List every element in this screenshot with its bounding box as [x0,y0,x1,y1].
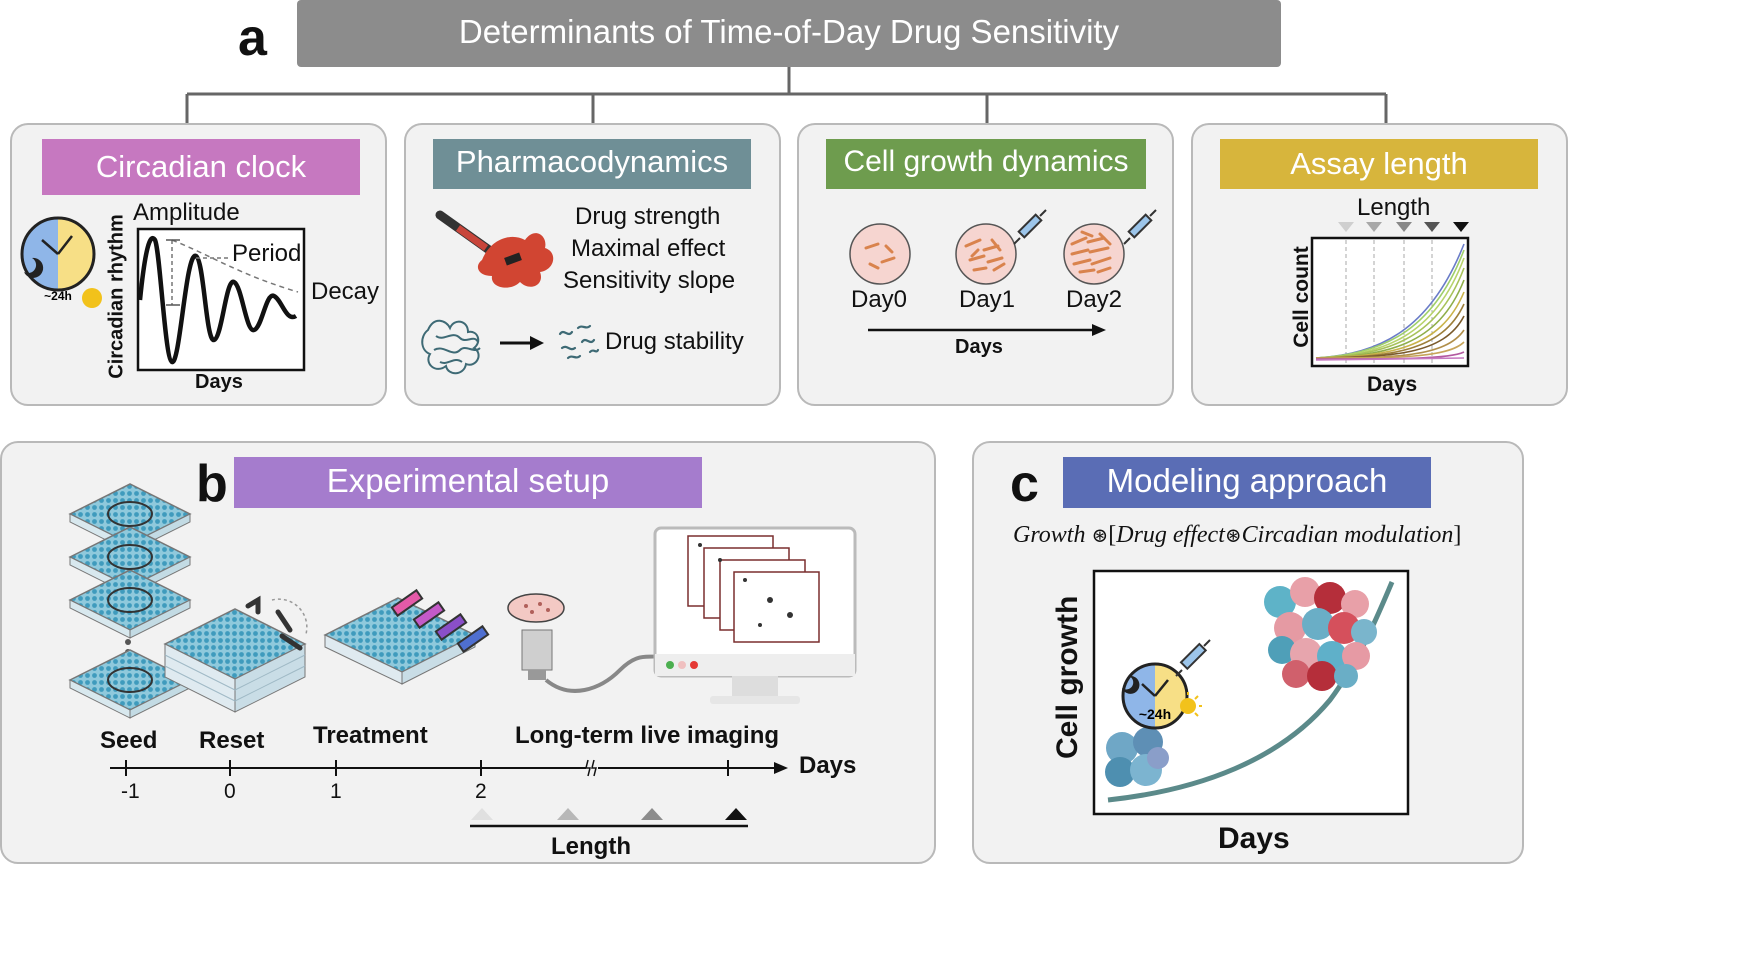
formula-op-2: ⊛ [1224,525,1242,547]
sensitivity-slope-label: Sensitivity slope [563,267,736,294]
maximal-effect-label: Maximal effect [571,235,726,262]
assay-length-label: Length [1357,194,1431,221]
cell-growth-x-label: Days [955,336,1003,358]
period-label: Period [232,240,302,267]
panel-b-letter: b [196,455,228,513]
stage-imaging-label: Long-term live imaging [515,722,780,749]
small-cell-cluster-icon [1105,727,1169,787]
circadian-clock-header: Circadian clock [42,139,360,195]
decay-label: Decay [311,278,380,305]
model-formula: Growth ⊛[Drug effect⊛Circadian modulatio… [1013,522,1461,549]
formula-drug: Drug effect [1116,522,1225,548]
seed-plates-icon [68,483,192,719]
day0-label: Day0 [851,286,908,313]
timeline-axis [110,759,788,777]
modeling-approach-header: Modeling approach [1063,457,1431,508]
modeling-y-label: Cell growth [1051,595,1084,759]
syringe-day2-icon [1123,209,1157,245]
stage-reset-label: Reset [199,727,265,754]
formula-open: [ [1108,522,1117,548]
clock-icon [20,216,102,308]
treatment-plate-icon [323,588,490,685]
assay-x-label: Days [1367,373,1418,396]
dish-day0-icon [849,223,911,285]
panel-b-length-label: Length [551,833,631,860]
panel-a-letter: a [238,9,267,67]
tick-0: 0 [224,780,236,803]
experimental-setup-header: Experimental setup [234,457,702,508]
formula-close: ] [1453,522,1462,548]
length-markers [470,808,748,828]
amplitude-label: Amplitude [133,199,240,226]
drug-stability-label: Drug stability [605,328,744,355]
assay-length-header: Assay length [1220,139,1538,189]
protein-icon [421,319,481,375]
tick-minus1: -1 [121,780,140,803]
clock-label: ~24h [44,289,72,303]
panel-c-letter: c [1010,455,1039,513]
drug-strength-label: Drug strength [575,203,721,230]
circadian-x-label: Days [195,371,243,393]
modeling-clock-label: ~24h [1139,706,1171,722]
dish-day2-icon [1063,223,1125,285]
tick-1: 1 [330,780,342,803]
panel-a-title: Determinants of Time-of-Day Drug Sensiti… [297,0,1281,67]
large-cell-cluster-icon [1264,577,1377,691]
day2-label: Day2 [1066,286,1123,313]
timeline-days-label: Days [799,752,857,779]
stage-treatment-label: Treatment [313,722,428,749]
formula-circ: Circadian modulation [1241,522,1454,548]
tick-2: 2 [475,780,487,803]
monitor-icon [653,526,857,704]
formula-growth: Growth [1013,522,1086,548]
imaging-microscope-icon [507,593,661,693]
day1-label: Day1 [959,286,1016,313]
syringe-day1-icon [1013,209,1047,245]
pharmacodynamics-header: Pharmacodynamics [433,139,751,189]
modeling-x-label: Days [1218,822,1290,855]
dish-day1-icon [955,223,1017,285]
formula-op-1: ⊛ [1091,525,1109,547]
modeling-clock-icon [1121,639,1211,730]
cell-growth-header: Cell growth dynamics [826,139,1146,189]
degraded-protein-icon [558,324,600,360]
reset-plates-icon [163,595,308,713]
stage-seed-label: Seed [100,727,158,754]
